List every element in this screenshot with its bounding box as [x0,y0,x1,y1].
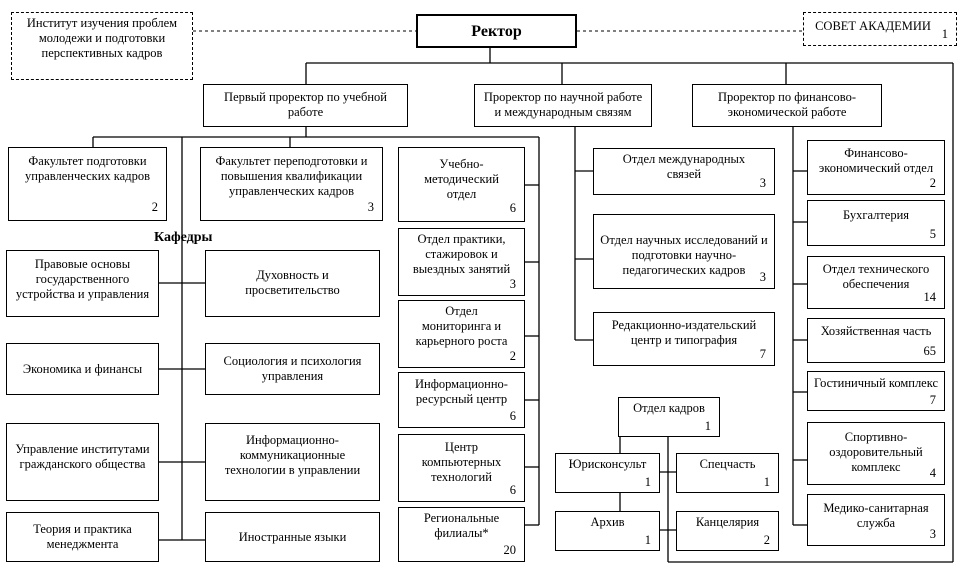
first-vice-rector-box: Первый проректор по учебной работе [203,84,408,127]
council-num: 1 [941,27,948,41]
finance-dept-num-4: 7 [929,393,936,407]
edu-dept-box-1: Отдел практики, стажировок и выездных за… [398,228,525,296]
finance-dept-label-0: Финансово-экономический отдел [818,146,934,175]
finance-dept-box-0: Финансово-экономический отдел 2 [807,140,945,195]
institute-label: Институт изучения проблем молодежи и под… [26,16,178,60]
edu-dept-label-3: Информационно-ресурсный центр [415,377,508,406]
hr-main-label: Отдел кадров [633,401,705,415]
kafedra-right-3: Иностранные языки [205,512,380,562]
finance-dept-label-4: Гостиничный комплекс [813,376,939,390]
science-vice-rector-box: Проректор по научной работе и международ… [474,84,652,127]
science-dept-box-0: Отдел международных связей 3 [593,148,775,195]
hr-item-box-3: Канцелярия 2 [676,511,779,551]
hr-item-box-1: Спецчасть 1 [676,453,779,493]
hr-item-num-2: 1 [644,533,651,547]
edu-dept-num-4: 6 [509,483,516,497]
edu-dept-box-5: Региональные филиалы* 20 [398,507,525,562]
kafedra-left-2: Управление институтами гражданского обще… [6,423,159,501]
hr-item-num-3: 2 [763,533,770,547]
finance-dept-num-5: 4 [929,466,936,480]
kafedra-right-1: Социология и психология управления [205,343,380,395]
kafedra-right-label-0: Духовность и просветительство [245,268,340,297]
hr-item-num-0: 1 [644,475,651,489]
science-dept-label-1: Отдел научных исследований и подготовки … [600,233,768,277]
rector-label: Ректор [471,23,522,40]
finance-vice-rector-label: Проректор по финансово-экономической раб… [718,90,856,119]
finance-dept-num-3: 65 [923,344,937,358]
finance-dept-box-2: Отдел технического обеспечения 14 [807,256,945,309]
edu-dept-box-2: Отдел мониторинга и карьерного роста 2 [398,300,525,368]
finance-dept-box-1: Бухгалтерия 5 [807,200,945,246]
hr-item-num-1: 1 [763,475,770,489]
science-dept-box-1: Отдел научных исследований и подготовки … [593,214,775,289]
kafedra-left-label-1: Экономика и финансы [22,362,143,376]
edu-dept-label-1: Отдел практики, стажировок и выездных за… [412,232,511,276]
finance-dept-num-6: 3 [929,527,936,541]
kafedra-left-3: Теория и практика менеджмента [6,512,159,562]
edu-dept-label-0: Учебно-методический отдел [424,157,499,201]
first-vice-rector-label: Первый проректор по учебной работе [224,90,387,119]
faculty-label-0: Факультет подготовки управленческих кадр… [25,154,150,183]
edu-dept-box-3: Информационно-ресурсный центр 6 [398,372,525,428]
science-dept-num-1: 3 [759,270,766,284]
kafedra-left-0: Правовые основы государственного устройс… [6,250,159,317]
edu-dept-label-2: Отдел мониторинга и карьерного роста [415,304,508,348]
council-box: СОВЕТ АКАДЕМИИ 1 [803,12,957,46]
faculty-num-1: 3 [367,200,374,214]
hr-main-num: 1 [704,419,711,433]
kafedra-right-0: Духовность и просветительство [205,250,380,317]
kafedra-right-label-2: Информационно-коммуникационные технологи… [224,433,361,477]
science-dept-num-2: 7 [759,347,766,361]
edu-dept-label-4: Центр компьютерных технологий [421,440,502,484]
kafedra-left-label-2: Управление институтами гражданского обще… [15,442,150,471]
hr-item-label-1: Спецчасть [699,457,756,471]
edu-dept-num-3: 6 [509,409,516,423]
edu-dept-label-5: Региональные филиалы* [423,511,500,540]
finance-dept-num-1: 5 [929,227,936,241]
kafedra-right-2: Информационно-коммуникационные технологи… [205,423,380,501]
hr-item-label-0: Юрисконсульт [568,457,647,471]
hr-item-box-2: Архив 1 [555,511,660,551]
science-vice-rector-label: Проректор по научной работе и международ… [483,90,643,119]
finance-dept-box-3: Хозяйственная часть 65 [807,318,945,363]
edu-dept-box-0: Учебно-методический отдел 6 [398,147,525,222]
rector-box: Ректор [416,14,577,48]
edu-dept-num-5: 20 [503,543,517,557]
science-dept-box-2: Редакционно-издательский центр и типогра… [593,312,775,366]
finance-dept-label-5: Спортивно-оздоровительный комплекс [829,430,923,474]
edu-dept-num-0: 6 [509,201,516,215]
finance-dept-box-4: Гостиничный комплекс 7 [807,371,945,411]
faculty-label-1: Факультет переподготовки и повышения ква… [215,154,368,198]
kafedra-left-label-3: Теория и практика менеджмента [33,522,132,551]
finance-dept-label-1: Бухгалтерия [842,208,910,222]
finance-dept-box-6: Медико-санитарная служба 3 [807,494,945,546]
faculty-box-0: Факультет подготовки управленческих кадр… [8,147,167,221]
finance-dept-label-6: Медико-санитарная служба [823,501,929,530]
edu-dept-num-2: 2 [509,349,516,363]
science-dept-label-0: Отдел международных связей [622,152,746,181]
finance-vice-rector-box: Проректор по финансово-экономической раб… [692,84,882,127]
finance-dept-box-5: Спортивно-оздоровительный комплекс 4 [807,422,945,485]
faculty-box-1: Факультет переподготовки и повышения ква… [200,147,383,221]
hr-main-box: Отдел кадров 1 [618,397,720,437]
finance-dept-label-3: Хозяйственная часть [820,324,932,338]
institute-box: Институт изучения проблем молодежи и под… [11,12,193,80]
finance-dept-num-2: 14 [923,290,937,304]
faculty-num-0: 2 [151,200,158,214]
finance-dept-num-0: 2 [929,176,936,190]
edu-dept-num-1: 3 [509,277,516,291]
edu-dept-box-4: Центр компьютерных технологий 6 [398,434,525,502]
hr-item-box-0: Юрисконсульт 1 [555,453,660,493]
hr-item-label-3: Канцелярия [695,515,760,529]
finance-dept-label-2: Отдел технического обеспечения [822,262,930,291]
council-label: СОВЕТ АКАДЕМИИ [815,19,931,33]
kafedra-right-label-3: Иностранные языки [238,530,347,544]
hr-item-label-2: Архив [590,515,625,529]
science-dept-num-0: 3 [759,176,766,190]
kafedra-left-1: Экономика и финансы [6,343,159,395]
science-dept-label-2: Редакционно-издательский центр и типогра… [611,318,757,347]
kafedra-right-label-1: Социология и психология управления [223,354,362,383]
kafedry-title: Кафедры [154,230,213,245]
kafedra-left-label-0: Правовые основы государственного устройс… [15,257,150,301]
